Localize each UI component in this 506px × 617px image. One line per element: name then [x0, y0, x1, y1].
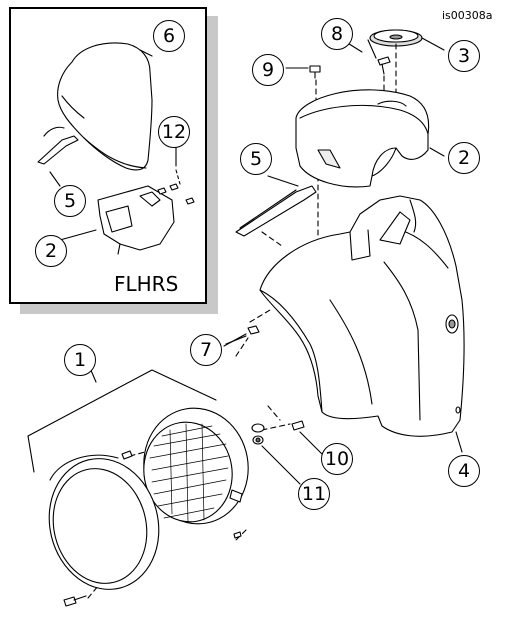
callout-1: 1 [64, 344, 96, 376]
windshield-part [57, 42, 153, 171]
callout-11: 11 [298, 478, 330, 510]
callout-5-inset: 5 [54, 185, 86, 217]
callout-6: 6 [153, 20, 185, 52]
upper-housing-cover [295, 89, 430, 188]
callout-10: 10 [321, 443, 353, 475]
callout-4: 4 [448, 455, 480, 487]
sealed-beam-headlamp [121, 407, 249, 539]
callout-2-inset: 2 [35, 235, 67, 267]
windshield-bracket [235, 175, 317, 237]
screw-9 [285, 65, 321, 79]
callout-8: 8 [321, 18, 353, 50]
upper-housing-inset [97, 185, 175, 255]
callout-7: 7 [190, 334, 222, 366]
lower-headlamp-housing [259, 195, 465, 453]
inset-label: FLHRS [114, 272, 179, 296]
screw-8 [367, 39, 391, 75]
rubber-grommet [369, 29, 445, 51]
windshield-bracket-inset [37, 126, 79, 165]
trim-ring [48, 454, 160, 590]
callout-5: 5 [240, 143, 272, 175]
callout-3: 3 [448, 40, 480, 72]
figure-id: is00308a [442, 9, 493, 22]
callout-2: 2 [448, 142, 480, 174]
screws-12 [157, 169, 195, 205]
screw-10-washer-11 [251, 420, 323, 485]
callout-12: 12 [158, 116, 190, 148]
trim-ring-screw [63, 595, 87, 607]
callout-9: 9 [252, 54, 284, 86]
